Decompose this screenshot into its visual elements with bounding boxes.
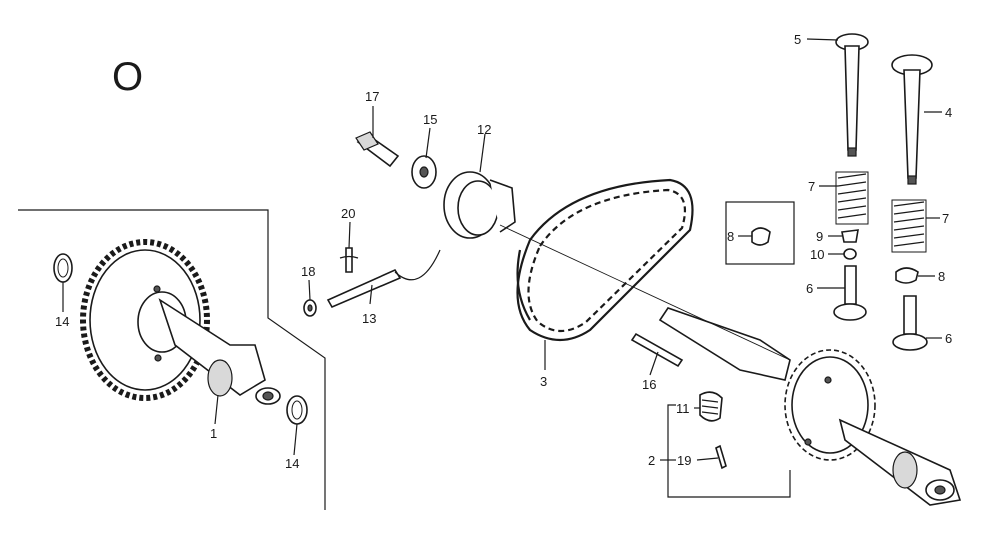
spring-7a bbox=[835, 171, 869, 225]
callout-18: 18 bbox=[301, 264, 315, 279]
sprocket-guide-12 bbox=[443, 171, 516, 239]
washer-14a bbox=[53, 253, 73, 283]
callout-1: 1 bbox=[210, 426, 217, 441]
retainer-8a bbox=[751, 227, 771, 246]
callout-17: 17 bbox=[365, 89, 379, 104]
callout-20: 20 bbox=[341, 206, 355, 221]
decomp-weight-11 bbox=[699, 391, 723, 422]
spring-7b bbox=[891, 199, 927, 253]
callout-6a: 6 bbox=[806, 281, 813, 296]
tappet-6b bbox=[892, 295, 928, 351]
callout-3: 3 bbox=[540, 374, 547, 389]
callout-7b: 7 bbox=[942, 211, 949, 226]
callout-10: 10 bbox=[810, 247, 824, 262]
inset-box bbox=[725, 201, 795, 265]
tappet-6a bbox=[833, 265, 867, 321]
callout-5: 5 bbox=[794, 32, 801, 47]
callout-8b: 8 bbox=[938, 269, 945, 284]
valve-4 bbox=[891, 54, 933, 185]
callouts: 1 2 3 4 5 6 6 7 7 8 8 9 10 11 12 13 14 1… bbox=[55, 32, 952, 471]
camshaft bbox=[658, 307, 962, 506]
valve-5 bbox=[835, 33, 869, 157]
callout-15: 15 bbox=[423, 112, 437, 127]
washer-14b bbox=[286, 395, 308, 425]
callout-14a: 14 bbox=[55, 314, 69, 329]
callout-11: 11 bbox=[676, 401, 690, 416]
leader-lines bbox=[62, 38, 942, 461]
bolt-17 bbox=[355, 131, 400, 168]
lever-13 bbox=[326, 249, 441, 309]
callout-2: 2 bbox=[648, 453, 655, 468]
view-label: O bbox=[112, 55, 143, 99]
callout-9: 9 bbox=[816, 229, 823, 244]
callout-7a: 7 bbox=[808, 179, 815, 194]
bracket-2 bbox=[667, 404, 791, 498]
pin-20 bbox=[339, 247, 359, 273]
key-16 bbox=[630, 332, 684, 368]
washer-15 bbox=[411, 155, 437, 189]
callout-14b: 14 bbox=[285, 456, 299, 471]
crankshaft-gear bbox=[80, 239, 281, 405]
callout-12: 12 bbox=[477, 122, 491, 137]
callout-13: 13 bbox=[362, 311, 376, 326]
callout-6b: 6 bbox=[945, 331, 952, 346]
retainer-8b bbox=[895, 267, 919, 284]
callout-8a: 8 bbox=[727, 229, 734, 244]
callout-16: 16 bbox=[642, 377, 656, 392]
centerline bbox=[499, 224, 791, 361]
washer-18 bbox=[303, 299, 317, 317]
seal-10 bbox=[843, 248, 857, 260]
left-frame bbox=[18, 209, 326, 510]
callout-19: 19 bbox=[677, 453, 691, 468]
decomp-pin-19 bbox=[715, 444, 727, 470]
callout-4: 4 bbox=[945, 105, 952, 120]
cotter-9 bbox=[841, 229, 859, 243]
cam-chain-3 bbox=[516, 178, 694, 341]
